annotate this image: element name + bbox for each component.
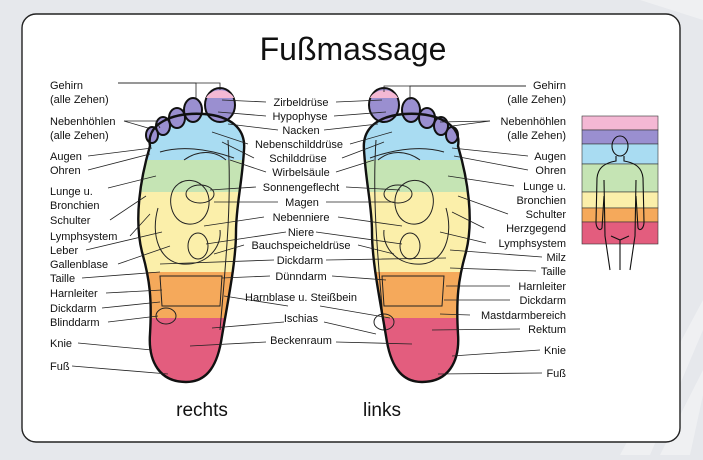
label-lymphsystem-left: Lymphsystem <box>499 238 566 250</box>
label-nebenhoehlen-left: Nebenhöhlen <box>501 116 566 128</box>
label-milz-left: Milz <box>546 252 566 264</box>
label-harnleiter-right: Harnleiter <box>50 288 98 300</box>
label-augen-right: Augen <box>50 151 82 163</box>
right-foot <box>137 87 246 384</box>
label-alle-zehen-1-right: (alle Zehen) <box>50 94 109 106</box>
label-nebenschilddruese: Nebenschilddrüse <box>255 139 343 151</box>
toe-3-left <box>418 107 436 129</box>
label-schilddruese: Schilddrüse <box>269 153 326 165</box>
label-lymphsystem-right: Lymphsystem <box>50 231 117 243</box>
labels-left-foot-outer: Gehirn (alle Zehen) Nebenhöhlen (alle Ze… <box>481 80 566 380</box>
leader-lines <box>71 82 543 375</box>
label-lunge-right: Lunge u. <box>50 186 93 198</box>
toe-2-left <box>401 97 421 123</box>
label-ischias: Ischias <box>284 313 319 325</box>
label-knie-left: Knie <box>544 345 566 357</box>
label-alle-zehen-1-left: (alle Zehen) <box>507 94 566 106</box>
label-bronchien-right: Bronchien <box>50 200 100 212</box>
label-harnleiter-left: Harnleiter <box>518 281 566 293</box>
card-background <box>21 13 681 443</box>
label-bauchspeicheldruese: Bauchspeicheldrüse <box>251 240 350 252</box>
label-hypophyse: Hypophyse <box>272 111 327 123</box>
label-alle-zehen-2-right: (alle Zehen) <box>50 130 109 142</box>
caption-left-foot: links <box>363 400 401 421</box>
label-blinddarm-right: Blinddarm <box>50 317 100 329</box>
label-dickdarm-left: Dickdarm <box>520 295 566 307</box>
label-zirbeldruese: Zirbeldrüse <box>273 97 328 109</box>
toe-2-right <box>183 97 203 123</box>
label-rektum-left: Rektum <box>528 324 566 336</box>
legend-band-blue <box>581 143 659 165</box>
label-alle-zehen-2-left: (alle Zehen) <box>507 130 566 142</box>
legend-band-orange <box>581 207 659 223</box>
label-mastdarmbereich-left: Mastdarmbereich <box>481 310 566 322</box>
label-dickdarm-center: Dickdarm <box>277 255 323 267</box>
label-wirbelsaeule: Wirbelsäule <box>272 167 329 179</box>
label-ohren-right: Ohren <box>50 165 81 177</box>
label-nebenniere: Nebenniere <box>273 212 330 224</box>
label-taille-right: Taille <box>50 273 75 285</box>
label-niere: Niere <box>288 227 314 239</box>
label-gehirn-right: Gehirn <box>50 80 83 92</box>
label-bronchien-left: Bronchien <box>516 195 566 207</box>
label-schulter-right: Schulter <box>50 215 91 227</box>
legend-band-pink <box>581 115 659 131</box>
label-taille-left: Taille <box>541 266 566 278</box>
labels-center: Zirbeldrüse Hypophyse Nacken Nebenschild… <box>245 97 357 347</box>
legend-band-purple <box>581 129 659 145</box>
zone-yellow-right <box>138 192 245 272</box>
label-knie-right: Knie <box>50 338 72 350</box>
zone-green-left <box>363 160 470 192</box>
label-gehirn-left: Gehirn <box>533 80 566 92</box>
label-magen: Magen <box>285 197 319 209</box>
label-nacken: Nacken <box>282 125 319 137</box>
label-augen-left: Augen <box>534 151 566 163</box>
label-harnblase-steissbein: Harnblase u. Steißbein <box>245 292 357 304</box>
legend-band-yellow <box>581 191 659 209</box>
caption-right-foot: rechts <box>176 400 228 421</box>
labels-right-foot-outer: Gehirn (alle Zehen) Nebenhöhlen (alle Ze… <box>50 80 117 373</box>
label-sonnengeflecht: Sonnengeflecht <box>263 182 339 194</box>
label-herzgegend-left: Herzgegend <box>506 223 566 235</box>
label-dickdarm-right: Dickdarm <box>50 303 96 315</box>
body-zone-legend <box>581 115 659 271</box>
label-duenndarm: Dünndarm <box>275 271 326 283</box>
label-fuss-left: Fuß <box>546 368 566 380</box>
label-fuss-right: Fuß <box>50 361 70 373</box>
legend-band-green <box>581 163 659 193</box>
label-lunge-left: Lunge u. <box>523 181 566 193</box>
human-silhouette-icon <box>595 135 645 271</box>
label-schulter-left: Schulter <box>526 209 567 221</box>
label-beckenraum: Beckenraum <box>270 335 332 347</box>
label-gallenblase-right: Gallenblase <box>50 259 108 271</box>
page-title: Fußmassage <box>260 31 447 67</box>
label-nebenhoehlen-right: Nebenhöhlen <box>50 116 115 128</box>
label-ohren-left: Ohren <box>535 165 566 177</box>
label-leber-right: Leber <box>50 245 78 257</box>
